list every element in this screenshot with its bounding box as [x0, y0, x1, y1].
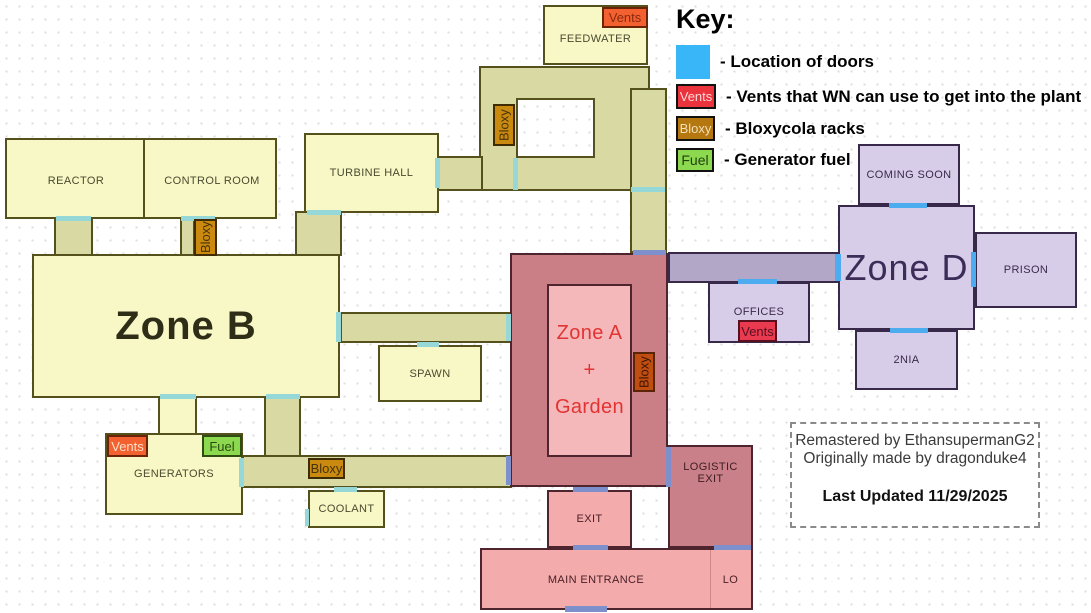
corridor-zone-d [668, 252, 840, 283]
reactor-control-divider [143, 140, 145, 217]
room-reactor-control: REACTOR CONTROL ROOM [5, 138, 277, 219]
door-zonea-left-bottom [506, 456, 511, 485]
door-zoneb-bottom-right [266, 394, 300, 399]
vents-marker-offices: Vents [738, 320, 777, 342]
room-zone-a-inner: Zone A + Garden [547, 284, 632, 457]
room-logistic-exit: LOGISTIC EXIT [668, 445, 753, 548]
room-spawn: SPAWN [378, 345, 482, 402]
door-coming-soon [889, 203, 927, 208]
door-loop-right [631, 187, 665, 192]
zone-d-label: Zone D [844, 246, 969, 288]
door-coolant-top [334, 487, 357, 492]
key-vents-label: - Vents that WN can use to get into the … [726, 86, 1082, 106]
reactor-label: REACTOR [47, 175, 105, 187]
key-row-bloxy: Bloxy - Bloxycola racks [676, 116, 1081, 141]
door-zoneb-right [336, 312, 341, 342]
vents-swatch: Vents [676, 84, 716, 109]
door-2nia [890, 328, 928, 333]
bloxy-marker-feedwater: Bloxy [493, 104, 515, 146]
main-entrance-divider [710, 550, 711, 608]
zone-a-label: Zone A + Garden [555, 315, 624, 426]
door-offices-top [738, 279, 777, 284]
fuel-swatch: Fuel [676, 148, 714, 172]
corridor-turbine-link [437, 156, 483, 191]
zone-a-line3: Garden [554, 396, 625, 418]
door-swatch [676, 45, 710, 79]
2nia-label: 2NIA [893, 354, 920, 366]
door-zoneb-bottom-left [160, 394, 196, 399]
bloxy-marker-corridor: Bloxy [308, 458, 345, 479]
corridor-zoneb-zonea [340, 312, 512, 343]
corridor-generators [242, 455, 512, 488]
door-zonea-top [633, 250, 666, 255]
zone-a-line2: + [583, 359, 596, 381]
door-main-entrance-bottom [565, 606, 607, 612]
corridor-reactor-right [180, 217, 195, 256]
key-row-fuel: Fuel - Generator fuel [676, 148, 1081, 172]
room-coolant: COOLANT [308, 490, 385, 528]
vents-marker-feedwater: Vents [602, 7, 648, 28]
bloxy-marker-zone-a: Bloxy [633, 352, 655, 392]
room-prison: PRISON [975, 232, 1077, 308]
room-zone-b: Zone B [32, 254, 340, 398]
spawn-label: SPAWN [409, 367, 451, 380]
feedwater-label: FEEDWATER [559, 33, 632, 45]
key-row-vents: Vents - Vents that WN can use to get int… [676, 84, 1081, 109]
room-zone-d: Zone D [838, 205, 975, 330]
door-zoned-left [835, 254, 841, 281]
prison-label: PRISON [1003, 264, 1049, 276]
door-exit-top [573, 487, 608, 492]
key-doors-label: - Location of doors [720, 52, 874, 71]
corridor-reactor-left [54, 217, 93, 256]
door-loop-mid [513, 158, 518, 190]
offices-label: OFFICES [733, 306, 785, 318]
door-prison [971, 252, 976, 287]
door-turbine-bottom [307, 210, 341, 215]
room-exit: EXIT [547, 490, 632, 548]
map-key: Key: - Location of doors Vents - Vents t… [676, 4, 1081, 179]
coolant-label: COOLANT [318, 503, 375, 515]
corridor-turbine-down [295, 211, 342, 256]
generators-arm [158, 396, 197, 436]
credits-line2: Originally made by dragonduke4 [803, 450, 1027, 467]
key-bloxy-label: - Bloxycola racks [725, 118, 865, 138]
room-2nia: 2NIA [855, 330, 958, 390]
bloxy-marker-control: Bloxy [194, 219, 217, 256]
key-title: Key: [676, 4, 735, 34]
zone-a-line1: Zone A [556, 322, 623, 344]
generators-label: GENERATORS [134, 468, 214, 480]
bloxy-swatch: Bloxy [676, 116, 715, 141]
door-control-corridor [181, 216, 215, 221]
corridor-zoneb-down [264, 396, 301, 458]
door-exit-bottom [573, 545, 608, 550]
corridor-feedwater-right [630, 88, 667, 253]
door-reactor-corridor [56, 216, 91, 221]
exit-label: EXIT [576, 513, 603, 525]
door-logistic-bottom [714, 545, 751, 550]
room-main-entrance: MAIN ENTRANCE LO [480, 548, 753, 610]
door-turbine-right [435, 158, 440, 188]
door-spawn-top [417, 342, 439, 347]
control-room-label: CONTROL ROOM [164, 175, 260, 187]
corridor-loop-hole [516, 98, 595, 158]
credits-line1: Remastered by EthansupermanG2 [795, 432, 1035, 449]
lo-label: LO [722, 574, 739, 586]
door-zonea-left-top [506, 314, 511, 341]
vents-marker-generators: Vents [107, 435, 148, 457]
zone-b-label: Zone B [115, 303, 257, 348]
turbine-hall-label: TURBINE HALL [329, 167, 414, 179]
room-turbine-hall: TURBINE HALL [304, 133, 439, 213]
credits-box: Remastered by EthansupermanG2 Originally… [790, 422, 1040, 528]
logistic-exit-label: LOGISTIC EXIT [683, 461, 738, 485]
door-generators-right [239, 458, 244, 487]
fuel-marker-generators: Fuel [202, 435, 242, 457]
credits-updated: Last Updated 11/29/2025 [822, 488, 1008, 505]
key-fuel-label: - Generator fuel [724, 150, 851, 169]
main-entrance-label: MAIN ENTRANCE [547, 574, 645, 586]
key-row-doors: - Location of doors [676, 45, 1081, 79]
door-coolant-left [305, 509, 309, 526]
door-logistic-left [666, 447, 671, 487]
